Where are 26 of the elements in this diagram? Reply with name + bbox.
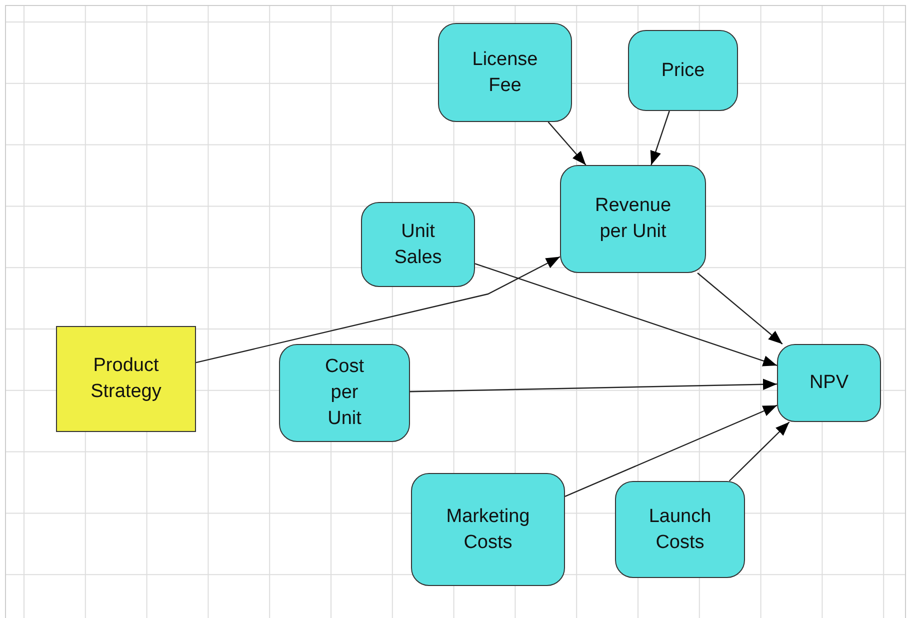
node-label: NPV bbox=[808, 371, 850, 395]
arrow bbox=[474, 263, 778, 366]
node-label: Unit Sales bbox=[393, 220, 443, 270]
variable-box bbox=[560, 165, 706, 273]
arrow bbox=[410, 378, 778, 392]
arrow bbox=[564, 404, 778, 497]
arrow bbox=[650, 110, 670, 166]
variable-box bbox=[628, 30, 738, 111]
variable-box bbox=[777, 344, 881, 422]
strategy-box bbox=[56, 326, 196, 432]
variable-box bbox=[615, 481, 745, 578]
node-label: Marketing Costs bbox=[445, 504, 531, 554]
arrow bbox=[728, 422, 790, 482]
node-label: Launch Costs bbox=[648, 504, 712, 554]
node-label: Product Strategy bbox=[90, 354, 162, 404]
arrow bbox=[697, 272, 783, 344]
variable-box bbox=[411, 473, 565, 586]
variable-box bbox=[279, 344, 410, 442]
arrow bbox=[196, 256, 560, 364]
node-label: Price bbox=[660, 58, 706, 82]
variable-box bbox=[361, 202, 475, 287]
node-label: Cost per Unit bbox=[324, 355, 366, 431]
node-label: Revenue per Unit bbox=[594, 194, 672, 244]
arrow bbox=[548, 122, 586, 166]
node-label: License Fee bbox=[471, 48, 539, 98]
variable-box bbox=[438, 23, 572, 122]
